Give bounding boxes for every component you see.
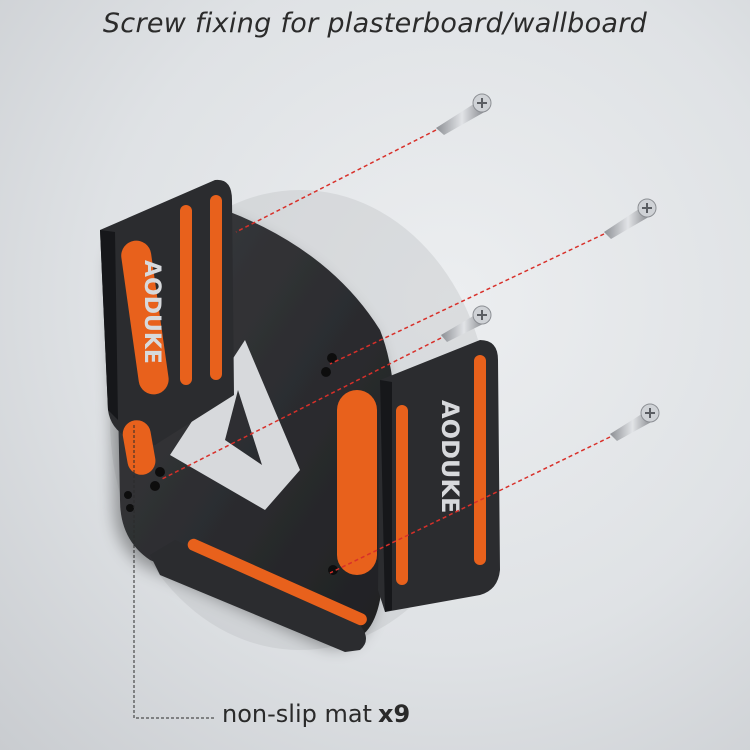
bracket-bottom-arm xyxy=(150,538,367,652)
non-slip-pad xyxy=(180,205,192,385)
callout-quantity: x9 xyxy=(377,700,411,728)
callout-text: non-slip mat xyxy=(222,700,372,728)
brand-mark-left: AODUKE xyxy=(139,260,164,364)
non-slip-pad xyxy=(122,420,156,475)
non-slip-pad xyxy=(337,390,377,575)
bracket-left-arm: AODUKE xyxy=(100,179,234,475)
brand-mark-right: AODUKE xyxy=(436,400,464,513)
callout-leader xyxy=(133,425,215,719)
screw-guide-lines xyxy=(159,129,611,574)
screw xyxy=(436,93,492,135)
screw xyxy=(604,198,657,239)
mount-hole xyxy=(321,367,331,377)
non-slip-pad xyxy=(121,240,169,395)
mount-hole xyxy=(150,481,160,491)
screw xyxy=(441,305,492,342)
non-slip-pad xyxy=(210,195,222,380)
mount-hole xyxy=(124,491,132,499)
page-title: Screw fixing for plasterboard/wallboard xyxy=(102,8,648,39)
mount-hole xyxy=(327,353,337,363)
bracket-right-arm: AODUKE xyxy=(337,340,500,612)
non-slip-pad xyxy=(187,538,367,626)
non-slip-pad xyxy=(396,405,408,585)
non-slip-pad xyxy=(474,355,486,565)
screw xyxy=(610,403,660,441)
mount-hole xyxy=(126,504,134,512)
mount-hole xyxy=(155,467,165,477)
brand-logo-cutout xyxy=(170,340,300,510)
